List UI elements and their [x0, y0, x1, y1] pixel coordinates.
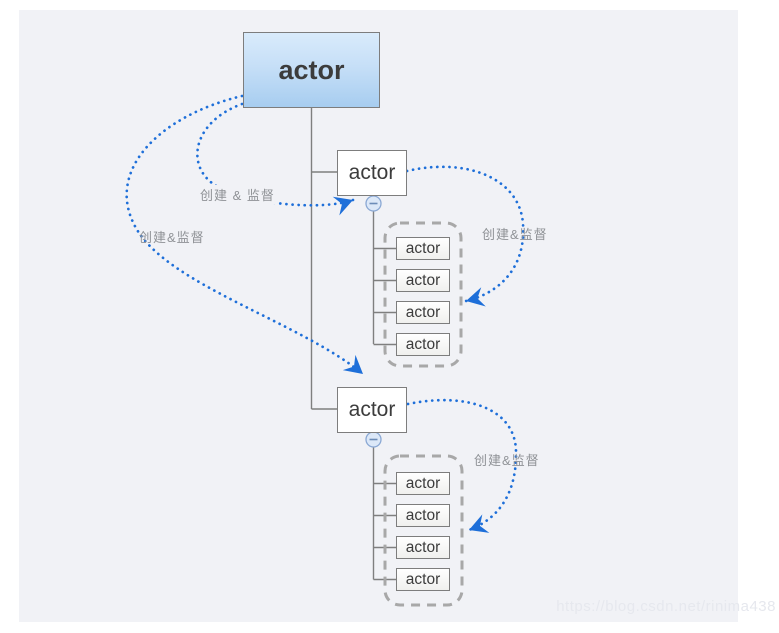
edge-label-create-supervise: 创建&监督 — [482, 227, 548, 242]
children-group-border-1 — [383, 221, 463, 368]
child-actor-node[interactable]: actor — [396, 333, 450, 356]
children-group-border-2 — [383, 454, 464, 607]
watermark-url: https://blog.csdn.net/rinima438 — [556, 598, 776, 615]
edge-label-create-supervise: 创建 & 监督 — [198, 185, 277, 204]
root-actor-node[interactable]: actor — [243, 32, 380, 108]
diagram-canvas — [19, 10, 738, 622]
edge-root-to-sup1 — [196, 102, 355, 216]
edge-label-create-supervise: 创建&监督 — [474, 453, 540, 468]
edge-sup1-to-group1 — [405, 165, 525, 307]
child-actor-node[interactable]: actor — [396, 568, 450, 591]
child-actor-node[interactable]: actor — [396, 472, 450, 495]
edge-sup2-to-group2 — [406, 398, 518, 533]
supervisor-actor-node-1[interactable]: actor — [337, 150, 407, 196]
supervisor-actor-node-2[interactable]: actor — [337, 387, 407, 433]
child-actor-node[interactable]: actor — [396, 301, 450, 324]
supervision-edges — [125, 94, 525, 533]
child-actor-node[interactable]: actor — [396, 536, 450, 559]
child-actor-node[interactable]: actor — [396, 237, 450, 260]
child-actor-node[interactable]: actor — [396, 504, 450, 527]
collapse-toggle-icon[interactable] — [365, 431, 382, 448]
edge-root-to-sup2 — [125, 94, 365, 376]
group-borders — [383, 221, 464, 607]
collapse-toggle-icon[interactable] — [365, 195, 382, 212]
child-actor-node[interactable]: actor — [396, 269, 450, 292]
edge-label-create-supervise: 创建&监督 — [139, 230, 205, 245]
